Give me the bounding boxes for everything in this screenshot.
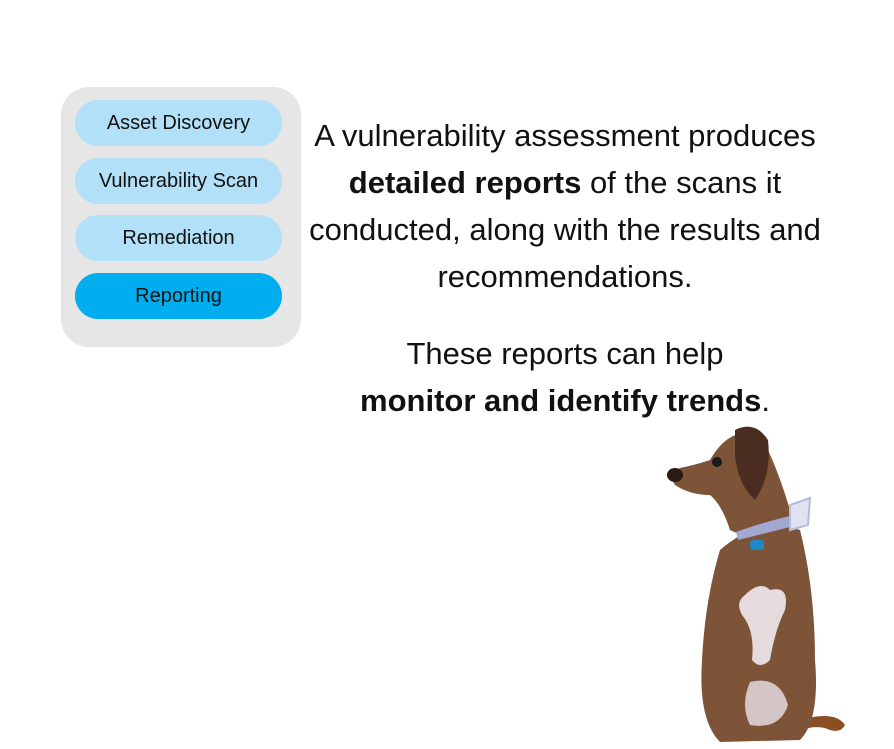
step-reporting[interactable]: Reporting — [75, 273, 282, 319]
step-asset-discovery[interactable]: Asset Discovery — [75, 100, 282, 146]
trends-paragraph: These reports can help monitor and ident… — [300, 330, 830, 424]
description-paragraph: A vulnerability assessment produces deta… — [300, 112, 830, 300]
step-remediation[interactable]: Remediation — [75, 215, 282, 261]
text: These reports can help — [406, 336, 724, 371]
text: A vulnerability assessment produces — [314, 118, 816, 153]
step-vulnerability-scan[interactable]: Vulnerability Scan — [75, 158, 282, 204]
emphasis-detailed-reports: detailed reports — [348, 165, 582, 200]
text: . — [761, 383, 770, 418]
dog-illustration-icon — [667, 426, 845, 742]
text: of the scans it conducted, along with th… — [309, 165, 821, 294]
process-steps-panel: Asset Discovery Vulnerability Scan Remed… — [61, 87, 301, 347]
emphasis-monitor-trends: monitor and identify trends — [360, 383, 762, 418]
